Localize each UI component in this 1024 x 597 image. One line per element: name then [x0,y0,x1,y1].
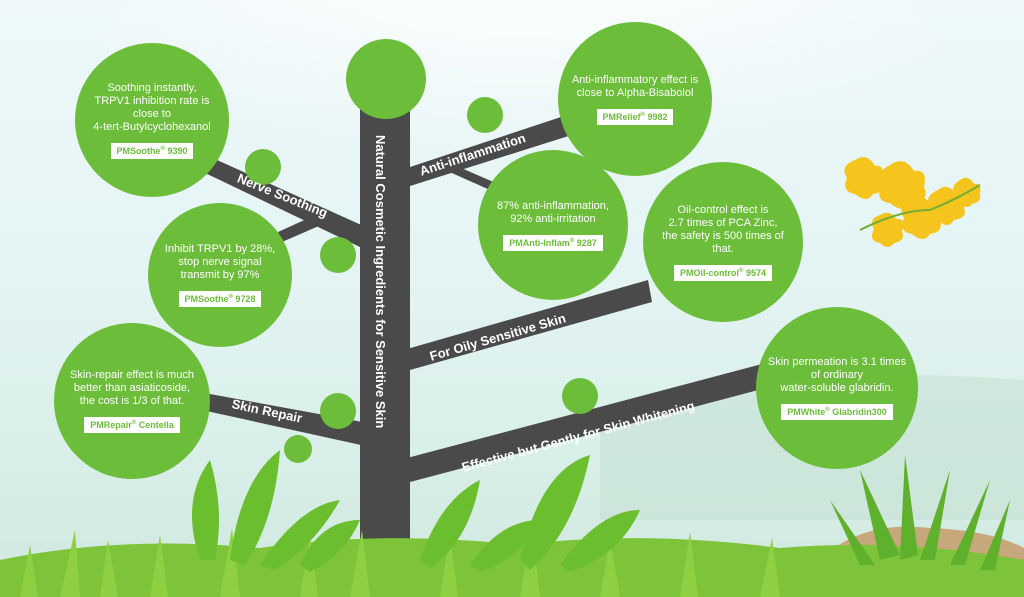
bubble-description: Anti-inflammatory effect is close to Alp… [571,73,699,99]
bubble-pmrelief-9982: Anti-inflammatory effect is close to Alp… [558,22,712,176]
product-tag: PMAnti-Inflam® 9287 [503,234,603,251]
product-tag: PMSoothe® 9728 [178,291,262,307]
bubble-description: Oil-control effect is 2.7 times of PCA Z… [662,203,784,255]
bubble-description: 87% anti-inflammation, 92% anti-irritati… [497,199,609,225]
yellow-flowers [844,157,981,247]
decor-dot [284,435,312,463]
bubble-description: Skin-repair effect is much better than a… [70,369,194,407]
spiky-plant [830,455,1010,570]
trunk-title: Natural Cosmetic Ingredients for Sensiti… [373,135,388,429]
bubble-pmwhite-glabridin300: Skin permeation is 3.1 times of ordinary… [756,307,918,469]
branch-nerve-soothing [203,160,368,248]
decor-dot [245,149,281,185]
bubble-pmsoothe-9728: Inhibit TRPV1 by 28%, stop nerve signal … [148,203,292,347]
branch-whitening [407,364,766,482]
product-tag: PMWhite® Glabridin300 [781,404,893,420]
decor-dot [320,237,356,273]
bubble-description: Skin permeation is 3.1 times of ordinary… [767,356,907,394]
decor-dot [320,393,356,429]
branch-nerve-soothing-twig [278,212,328,242]
branch-oily-sensitive [407,280,652,370]
decor-dot [562,378,598,414]
bubble-description: Inhibit TRPV1 by 28%, stop nerve signal … [164,243,276,281]
bubble-pmoil-control-9574: Oil-control effect is 2.7 times of PCA Z… [643,162,803,322]
product-tag: PMSoothe® 9390 [110,142,194,159]
product-tag: PMRelief® 9982 [596,108,674,125]
bubble-pmsoothe-9390: Soothing instantly, TRPV1 inhibition rat… [75,43,229,197]
tree-branches [199,80,766,585]
branch-skin-repair [199,392,370,447]
leaf-sprouts [192,450,640,572]
tree-trunk [360,80,410,585]
bubble-pmrepair-centella: Skin-repair effect is much better than a… [54,323,210,479]
decor-dot [346,39,426,119]
grass-blades [20,528,780,597]
bubble-pmanti-inflam-9287: 87% anti-inflammation, 92% anti-irritati… [478,150,628,300]
product-tag: PMRepair® Centella [84,417,180,433]
decor-dot [467,97,503,133]
bubble-description: Soothing instantly, TRPV1 inhibition rat… [93,81,211,133]
product-tag: PMOil-control® 9574 [674,264,772,281]
